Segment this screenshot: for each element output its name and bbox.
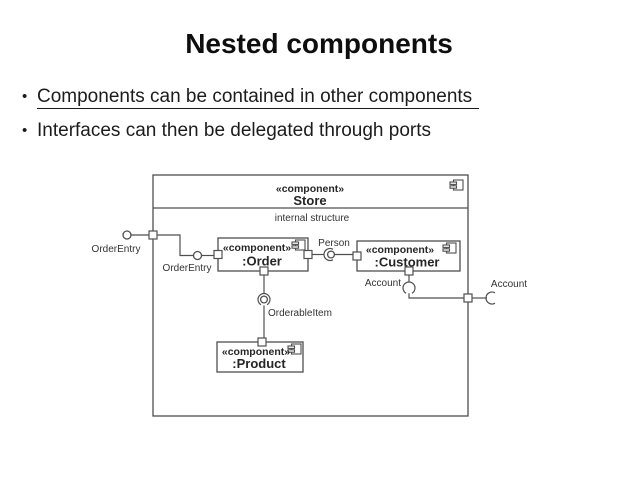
order-stereotype: «component» [223, 242, 291, 254]
bullet-item-1: • Components can be contained in other c… [22, 85, 480, 109]
order-right-port [303, 249, 313, 260]
order-entry-inner-interface: OrderEntry [157, 234, 214, 274]
bullet-icon: • [22, 122, 28, 139]
order-component: «component» :Order [213, 237, 313, 276]
orderable-item-connector: OrderableItem [257, 275, 332, 338]
required-interface-socket-icon [257, 292, 271, 306]
order-entry-outer-interface: OrderEntry [92, 230, 149, 255]
customer-bottom-port [404, 266, 414, 276]
store-right-port [463, 293, 473, 303]
order-bottom-port [259, 266, 269, 276]
order-left-port [213, 249, 223, 260]
store-component: «component» Store internal structure [152, 174, 469, 417]
internal-structure-label: internal structure [275, 213, 350, 224]
account-outer-interface: Account [472, 279, 527, 305]
store-stereotype: «component» [276, 183, 344, 195]
store-name: Store [293, 193, 326, 208]
order-entry-inner-label: OrderEntry [163, 263, 212, 274]
store-left-port [148, 230, 158, 240]
required-interface-socket-icon [485, 291, 496, 305]
wire [408, 293, 464, 299]
account-outer-label: Account [491, 279, 527, 290]
provided-interface-ball-icon [259, 295, 269, 304]
required-interface-socket-icon [402, 281, 416, 294]
customer-name: :Customer [374, 255, 439, 270]
product-top-port [257, 337, 267, 347]
slide-title: Nested components [185, 28, 453, 59]
provided-interface-ball-icon [192, 250, 203, 261]
bullet-item-2: • Interfaces can then be delegated throu… [22, 119, 431, 143]
required-interface-socket-icon [323, 247, 334, 262]
order-name: :Order [242, 254, 282, 269]
bullet-text-1: Components can be contained in other com… [37, 85, 480, 109]
bullet-text-2: Interfaces can then be delegated through… [37, 120, 431, 141]
customer-left-port [352, 251, 362, 261]
customer-stereotype: «component» [366, 244, 434, 256]
product-name: :Product [232, 356, 286, 371]
wire [157, 234, 193, 257]
provided-interface-ball-icon [122, 230, 132, 240]
order-entry-outer-label: OrderEntry [92, 244, 141, 255]
product-component: «component» :Product [216, 337, 304, 373]
store-box [152, 174, 469, 417]
provided-interface-ball-icon [326, 250, 336, 259]
account-inner-interface: Account [365, 275, 464, 299]
product-stereotype: «component» [222, 346, 290, 358]
account-inner-label: Account [365, 278, 401, 289]
person-assembly-connector: Person [312, 238, 353, 262]
person-label: Person [318, 238, 350, 249]
orderable-item-label: OrderableItem [268, 308, 332, 319]
bullet-icon: • [22, 88, 28, 105]
customer-component: «component» :Customer [352, 240, 461, 276]
